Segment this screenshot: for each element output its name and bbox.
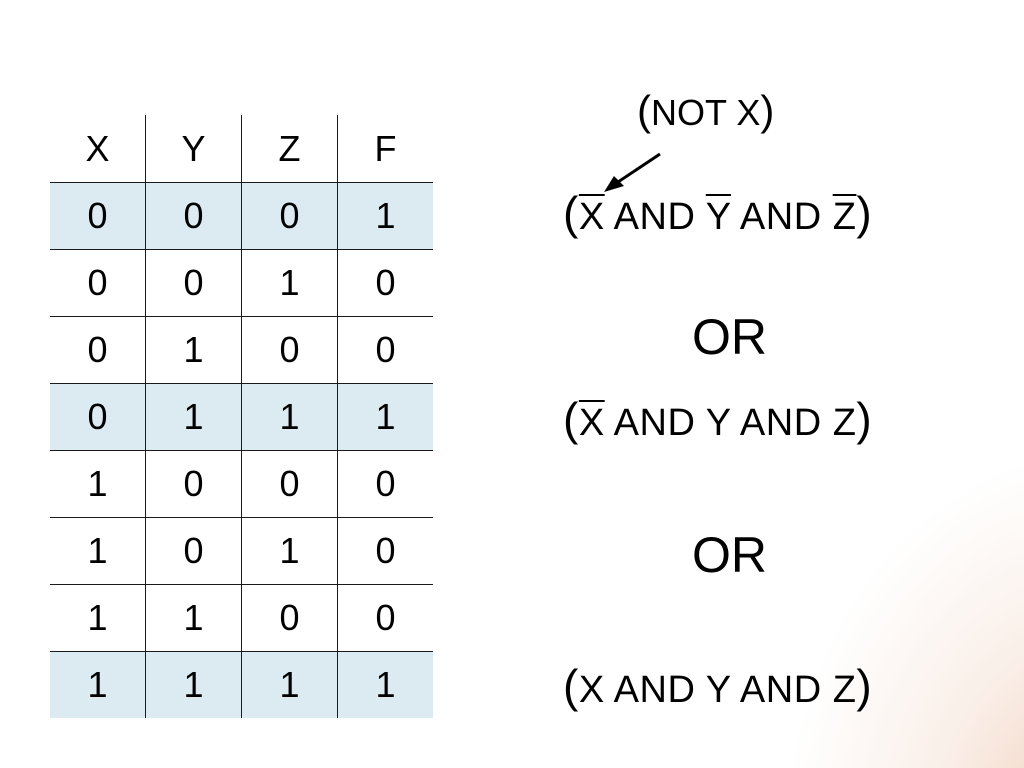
truth-table: X Y Z F 0 0 0 1 0 0 1 0 0 1 0 — [50, 115, 433, 718]
cell-z: 1 — [241, 383, 338, 451]
cell-f: 0 — [337, 316, 433, 384]
cell-x: 0 — [50, 182, 146, 250]
table-row: 0 1 1 1 — [50, 383, 433, 451]
annotation-close-paren: ) — [760, 87, 775, 134]
cell-f: 1 — [337, 651, 433, 718]
or-label: OR — [692, 309, 767, 365]
term-close-paren: ) — [856, 393, 873, 445]
cell-z: 1 — [241, 517, 338, 585]
term-open-paren: ( — [563, 660, 579, 712]
term-open-paren: ( — [563, 393, 579, 445]
cell-x: 1 — [50, 450, 146, 518]
cell-y: 0 — [145, 182, 242, 250]
term-z: Z — [832, 196, 857, 238]
table-row: 0 1 0 0 — [50, 316, 433, 384]
cell-y: 0 — [145, 249, 242, 317]
cell-y: 1 — [145, 316, 242, 384]
table-row: 1 0 0 0 — [50, 450, 433, 518]
term-open-paren: ( — [563, 187, 579, 239]
minterm-2: (X AND Y AND Z) — [563, 396, 943, 442]
cell-z: 0 — [241, 450, 338, 518]
term-y: Y — [705, 669, 731, 711]
cell-z: 0 — [241, 584, 338, 652]
term-x: X — [578, 196, 605, 238]
table-row: 1 1 0 0 — [50, 584, 433, 652]
table-row: 1 0 1 0 — [50, 517, 433, 585]
cell-f: 0 — [337, 517, 433, 585]
annotation-open-paren: ( — [637, 87, 651, 134]
term-and: AND — [739, 669, 822, 711]
or-label: OR — [692, 527, 767, 583]
term-and: AND — [739, 402, 822, 444]
cell-f: 1 — [337, 383, 433, 451]
cell-x: 1 — [50, 651, 146, 718]
cell-y: 0 — [145, 450, 242, 518]
term-and: AND — [613, 196, 696, 238]
term-y: Y — [705, 196, 731, 238]
term-x: X — [578, 402, 605, 444]
cell-y: 0 — [145, 517, 242, 585]
cell-x: 0 — [50, 249, 146, 317]
cell-y: 1 — [145, 584, 242, 652]
term-close-paren: ) — [856, 187, 873, 239]
header-z: Z — [241, 115, 338, 183]
term-x: X — [578, 669, 605, 711]
term-and: AND — [613, 402, 696, 444]
cell-x: 0 — [50, 316, 146, 384]
cell-z: 0 — [241, 182, 338, 250]
term-z: Z — [832, 402, 857, 444]
annotation-text: NOT X — [651, 92, 761, 133]
minterm-3: (X AND Y AND Z) — [563, 663, 943, 709]
cell-y: 1 — [145, 651, 242, 718]
table-row: 0 0 1 0 — [50, 249, 433, 317]
cell-f: 0 — [337, 584, 433, 652]
header-y: Y — [145, 115, 242, 183]
header-f: F — [337, 115, 433, 183]
cell-f: 0 — [337, 249, 433, 317]
not-x-annotation: (NOT X) — [637, 90, 774, 132]
term-close-paren: ) — [856, 660, 873, 712]
table-row: 1 1 1 1 — [50, 651, 433, 718]
cell-x: 1 — [50, 584, 146, 652]
cell-z: 1 — [241, 249, 338, 317]
minterm-1: (X AND Y AND Z) — [563, 190, 943, 236]
cell-z: 1 — [241, 651, 338, 718]
term-and: AND — [739, 196, 822, 238]
cell-x: 0 — [50, 383, 146, 451]
cell-z: 0 — [241, 316, 338, 384]
term-z: Z — [832, 669, 857, 711]
cell-x: 1 — [50, 517, 146, 585]
term-and: AND — [613, 669, 696, 711]
header-x: X — [85, 127, 110, 169]
cell-f: 0 — [337, 450, 433, 518]
term-y: Y — [705, 402, 731, 444]
table-row: 0 0 0 1 — [50, 182, 433, 250]
table-header-row: X Y Z F — [50, 115, 433, 183]
arrow-icon — [604, 152, 661, 192]
cell-y: 1 — [145, 383, 242, 451]
cell-f: 1 — [337, 182, 433, 250]
